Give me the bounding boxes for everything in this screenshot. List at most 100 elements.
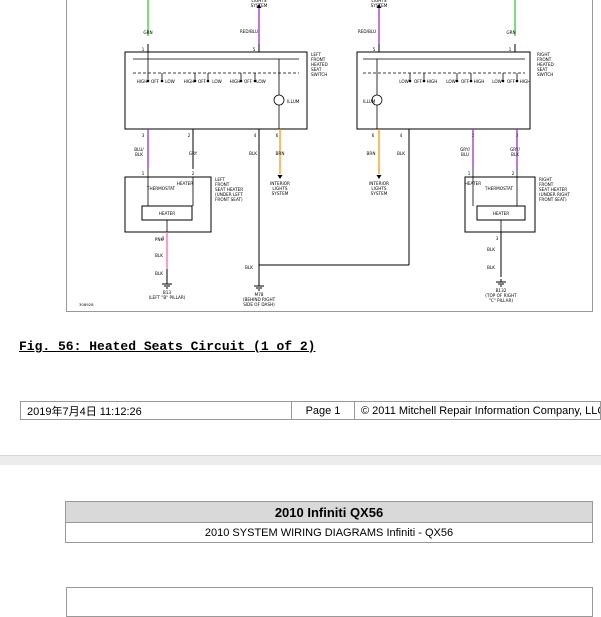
footer-datetime: 2019年7月4日 11:12:26 [27,405,142,418]
right-seat-heater-label: (UNDER RIGHT [539,192,570,197]
pin-label: 5 [253,47,256,52]
right-switch-label: HEATED [537,62,554,67]
pin-label: 3 [162,236,165,241]
pin-label: 5 [373,47,376,52]
ground-label: "C" PILLAR) [489,298,513,303]
pin-label: 3 [496,236,499,241]
contact-dot [408,79,412,83]
switch-position-label: OFF [198,79,207,84]
ground-label: (BEHIND RIGHT [243,297,276,302]
page-separator [0,455,601,466]
switch-position-label: LOW [446,79,456,84]
right-seat-heater-box [464,176,536,233]
right-switch-label: FRONT [537,57,552,62]
interior-lights-label: LIGHTS [251,0,267,3]
wire-color-label: GRY/ [510,147,520,152]
switch-position-label: LOW [256,79,266,84]
wire-color-label: BLK [487,265,495,270]
illum-label: ILLUM [287,99,300,104]
left-switch-label: SEAT [311,67,322,72]
ground-label: (TOP OF RIGHT [485,293,517,298]
switch-position-label: HIGH [137,79,148,84]
left-seat-heater-label: FRONT [215,182,230,187]
right-seat-heater-label: RIGHT [539,177,553,182]
contact-dot [253,79,257,83]
right-switch-label: RIGHT [537,52,551,57]
switch-position-label: HIGH [427,79,438,84]
left-seat-heater-label: (UNDER LEFT [215,192,243,197]
switch-position-label: LOW [399,79,409,84]
arrow-up-icon [376,4,382,8]
switch-position-label: HIGH [520,79,531,84]
heater-label: HEATER [177,181,194,186]
pin-label: 6 [372,133,375,138]
right-switch-label: SWITCH [537,72,553,77]
thermostat-label: THERMOSTAT [146,186,176,191]
pin-label: 6 [276,133,279,138]
wire-color-label: BLK [249,151,257,156]
figure-code: 308928 [79,302,94,307]
document-page-1: GRNINTERIORLIGHTSSYSTEMRED/BLU15LEFTFRON… [19,0,601,420]
contact-dot [206,79,210,83]
ground-label: (LEFT "B" PILLAR) [149,295,186,300]
wire-color-label: BLU/ [134,147,144,152]
left-seat-heater-box [124,176,212,233]
wire-color-label: RED/BLU [358,29,376,34]
heater-label: HEATER [159,211,176,216]
switch-position-label: LOW [492,79,502,84]
switch-position-label: LOW [212,79,222,84]
page-footer: 2019年7月4日 11:12:26 Page 1 © 2011 Mitchel… [20,401,601,420]
pin-label: 2 [512,171,515,176]
contact-dot [239,79,243,83]
ground-label: B132 [496,288,507,293]
document-subtitle: 2010 SYSTEM WIRING DIAGRAMS Infiniti - Q… [204,526,454,539]
left-seat-heater-label: FRONT SEAT) [215,197,243,202]
wire-color-label: GRY [189,151,198,156]
arrow-up-icon [256,4,262,8]
switch-position-label: OFF [244,79,253,84]
left-seat-heater-label: SEAT HEATER [215,187,243,192]
pin-label: 4 [400,133,403,138]
pin-label: 1 [142,47,145,52]
thermostat-label: THERMOSTAT [484,186,514,191]
contact-dot [146,79,150,83]
wire-color-label: BLK [245,265,253,270]
interior-lights-label: INTERIOR [270,181,290,186]
left-switch-label: FRONT [311,57,326,62]
footer-page-number: Page 1 [291,402,354,419]
left-switch-label: LEFT [311,52,321,57]
contact-dot [515,79,519,83]
arrow-down-icon [376,175,382,179]
pin-label: 4 [254,133,257,138]
contact-dot [455,79,459,83]
right-seat-switch-box [356,51,531,130]
interior-lights-label: SYSTEM [371,191,388,196]
wire-color-label: BLK [135,152,143,157]
pin-label: 1 [509,47,512,52]
right-switch-label: SEAT [537,67,548,72]
footer-copyright: © 2011 Mitchell Repair Information Compa… [354,402,600,419]
interior-lights-label: LIGHTS [371,186,387,191]
wire-color-label: BLK [397,151,405,156]
illum-label: ILLUM [363,99,376,104]
switch-position-label: LOW [165,79,175,84]
pin-label: 3 [142,133,145,138]
ground-label: M78 [255,292,264,297]
wire-color-label: GRN [143,30,152,35]
contact-dot [469,79,473,83]
switch-position-label: OFF [461,79,470,84]
wire-color-label: RED/BLU [240,29,258,34]
switch-position-label: OFF [151,79,160,84]
interior-lights-label: SYSTEM [251,3,268,8]
wire-color-label: BRN [276,151,285,156]
document-title: 2010 Infiniti QX56 [66,502,592,523]
wire-color-label: BLK [487,247,495,252]
switch-position-label: HIGH [184,79,195,84]
pin-label: 2 [188,133,191,138]
arrow-down-icon [277,175,283,179]
wire-color-label: BRN [367,151,376,156]
heater-label: HEATER [493,211,510,216]
right-seat-heater-label: FRONT SEAT) [539,197,567,202]
pin-label: 2 [192,171,195,176]
left-seat-switch-box [124,51,308,130]
